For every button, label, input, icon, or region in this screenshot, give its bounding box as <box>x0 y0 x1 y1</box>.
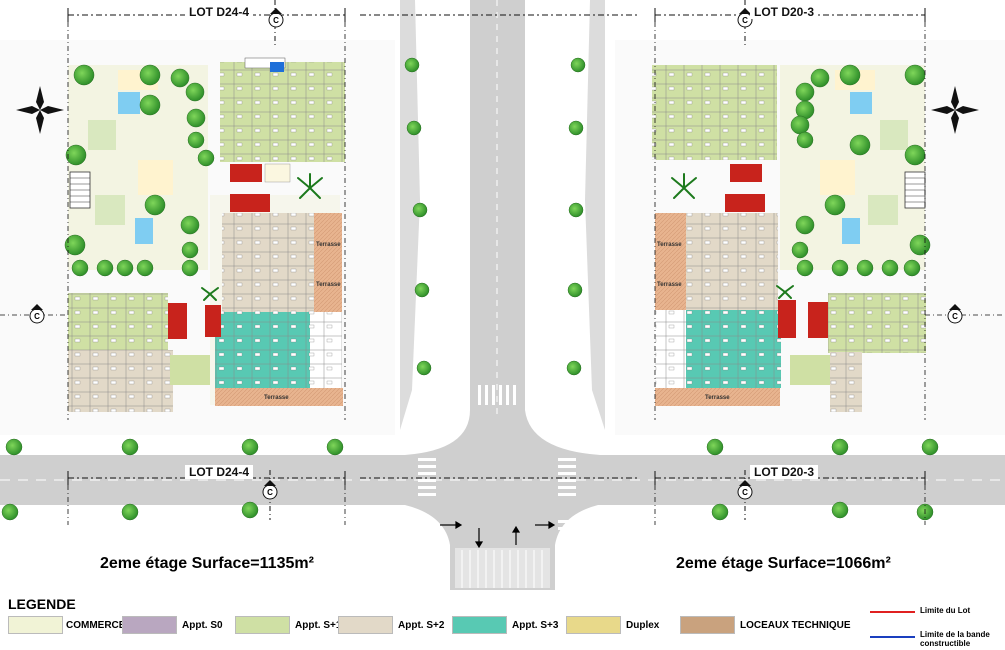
legend-label-s2: Appt. S+2 <box>398 620 445 631</box>
legend-swatch-s1 <box>235 616 290 634</box>
section-letter: C <box>267 488 273 497</box>
limit-line-lot <box>870 611 915 613</box>
legend-swatch-s2 <box>338 616 393 634</box>
legend-swatch-commerce <box>8 616 63 634</box>
section-letter: C <box>742 16 748 25</box>
terrace-label: Terrasse <box>657 282 682 288</box>
terrace-label: Terrasse <box>705 395 730 401</box>
terrace-label: Terrasse <box>316 242 341 248</box>
section-letter: C <box>273 16 279 25</box>
terrace-label: Terrasse <box>657 242 682 248</box>
lot-label-left-bottom: LOT D24-4 <box>185 465 254 479</box>
lot-label-right-bottom: LOT D20-3 <box>750 465 819 479</box>
section-marker-bottom-right: C <box>737 480 753 500</box>
terrace-label: Terrasse <box>264 395 289 401</box>
legend-swatch-technique <box>680 616 735 634</box>
lot-label-left-top: LOT D24-4 <box>185 5 254 19</box>
legend-swatch-s0 <box>122 616 177 634</box>
limit-label-band: Limite de la bande constructible <box>920 630 990 648</box>
legend-label-s1: Appt. S+1 <box>295 620 342 631</box>
legend-title: LEGENDE <box>8 596 76 612</box>
section-marker-top-left: C <box>268 8 284 28</box>
section-letter: C <box>742 488 748 497</box>
lot-label-right-top: LOT D20-3 <box>750 5 819 19</box>
surface-title-left: 2eme étage Surface=1135m² <box>100 555 314 572</box>
limit-line-band <box>870 636 915 638</box>
terrace-label: Terrasse <box>316 282 341 288</box>
legend-swatch-s3 <box>452 616 507 634</box>
section-marker-top-right: C <box>737 8 753 28</box>
surface-title-right: 2eme étage Surface=1066m² <box>676 555 891 572</box>
legend-label-technique: LOCEAUX TECHNIQUE <box>740 620 851 631</box>
section-letter: C <box>34 312 40 321</box>
site-plan <box>0 0 1005 590</box>
legend-label-s3: Appt. S+3 <box>512 620 559 631</box>
legend-label-s0: Appt. S0 <box>182 620 223 631</box>
legend-swatch-duplex <box>566 616 621 634</box>
legend-label-duplex: Duplex <box>626 620 660 631</box>
section-marker-side-right: C <box>947 304 963 324</box>
section-marker-bottom-left: C <box>262 480 278 500</box>
section-marker-side-left: C <box>29 304 45 324</box>
section-letter: C <box>952 312 958 321</box>
legend-label-commerce: COMMERCE <box>66 620 126 631</box>
limit-label-lot: Limite du Lot <box>920 606 971 615</box>
